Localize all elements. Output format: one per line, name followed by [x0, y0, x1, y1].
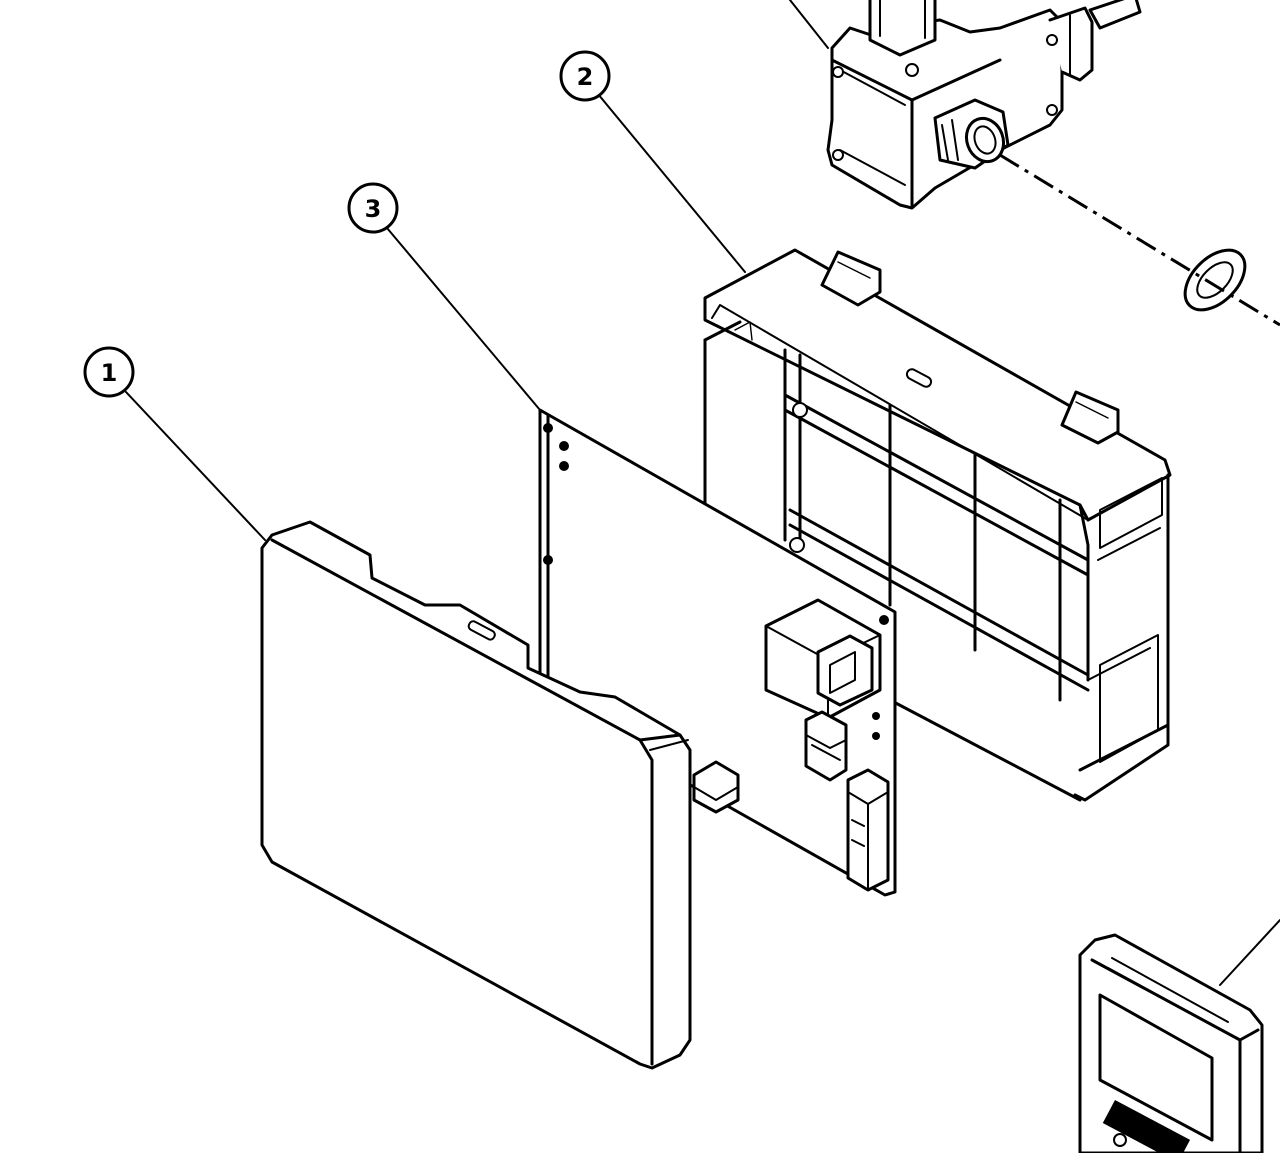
- leader-lines: [125, 0, 1280, 986]
- rear-housing: [703, 248, 1172, 802]
- callout-1: 1: [83, 346, 135, 398]
- callout-3: 3: [347, 182, 399, 234]
- callout-3-circle: [347, 182, 399, 234]
- circuit-board: [538, 408, 897, 897]
- thermostat-panel: [1078, 933, 1264, 1153]
- assembly-centerline: [999, 153, 1280, 327]
- callout-1-label: 1: [101, 359, 118, 387]
- callout-1-circle: [83, 346, 135, 398]
- gas-valve: [826, 0, 1142, 210]
- front-cover: [260, 520, 692, 1070]
- callout-2-circle: [559, 50, 611, 102]
- callout-2-label: 2: [577, 63, 594, 91]
- washer: [1183, 248, 1247, 312]
- callout-2: 2: [559, 50, 611, 102]
- callout-3-label: 3: [365, 195, 382, 223]
